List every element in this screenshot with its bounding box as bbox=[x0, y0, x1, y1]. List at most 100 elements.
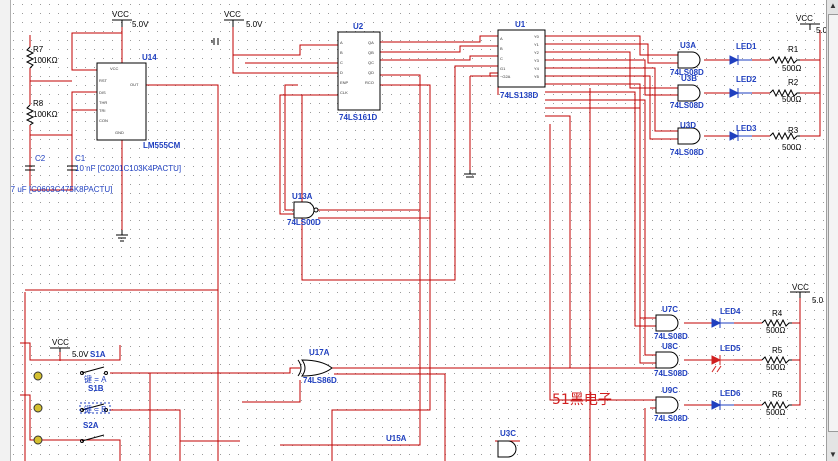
vcc5-label: VCC bbox=[52, 338, 69, 347]
led3-label: LED3 bbox=[736, 124, 757, 133]
s1b-label: S1B bbox=[88, 384, 104, 393]
nand-gate-u13a[interactable] bbox=[293, 201, 319, 219]
u1-part: 74LS138D bbox=[500, 91, 538, 100]
svg-text:CLK: CLK bbox=[340, 90, 348, 95]
xor-gate-u17a[interactable] bbox=[297, 359, 333, 377]
ground-symbols bbox=[116, 38, 476, 242]
scrollbar-thumb[interactable] bbox=[828, 14, 838, 432]
timer-ref: U14 bbox=[142, 53, 157, 62]
s1a-label: S1A bbox=[90, 350, 106, 359]
u3b-part: 74LS08D bbox=[670, 101, 704, 110]
s2a-label: S2A bbox=[83, 421, 99, 430]
u9c-part: 74LS08D bbox=[654, 414, 688, 423]
timer-part: LM555CM bbox=[143, 141, 181, 150]
svg-text:OUT: OUT bbox=[130, 82, 139, 87]
svg-text:ENP: ENP bbox=[340, 80, 349, 85]
and-gate-u9c[interactable] bbox=[655, 396, 679, 414]
svg-text:C: C bbox=[340, 60, 343, 65]
r8-label: R8 bbox=[33, 99, 44, 108]
svg-text:CON: CON bbox=[99, 118, 108, 123]
led-symbols bbox=[711, 55, 752, 410]
and-gate-u3b[interactable] bbox=[677, 84, 701, 102]
c1-label: C1 bbox=[75, 154, 86, 163]
svg-text:Y5: Y5 bbox=[534, 74, 540, 79]
resistor-r7[interactable] bbox=[25, 46, 35, 69]
u3b-ref: U3B bbox=[681, 74, 697, 83]
svg-text:VCC: VCC bbox=[110, 66, 119, 71]
svg-text:Y4: Y4 bbox=[534, 66, 540, 71]
svg-text:~G2A: ~G2A bbox=[500, 74, 511, 79]
and-gate-u8c[interactable] bbox=[655, 351, 679, 369]
u3a-part: 74LS08D bbox=[670, 68, 704, 77]
vcc1-voltage: 5.0V bbox=[132, 20, 149, 29]
svg-text:RST: RST bbox=[99, 78, 108, 83]
vcc4-label: VCC bbox=[792, 283, 809, 292]
r4-value: 500Ω bbox=[766, 326, 785, 335]
watermark: 51黑电子 bbox=[552, 392, 612, 408]
r2-label: R2 bbox=[788, 78, 799, 87]
u3c-ref: U3C bbox=[500, 429, 516, 438]
capacitor-c2[interactable] bbox=[25, 165, 35, 171]
u7c-ref: U7C bbox=[662, 305, 678, 314]
svg-text:B: B bbox=[500, 46, 503, 51]
svg-text:DIS: DIS bbox=[99, 90, 106, 95]
led5-label: LED5 bbox=[720, 344, 741, 353]
r2-value: 500Ω bbox=[782, 95, 801, 104]
svg-text:RCO: RCO bbox=[365, 80, 374, 85]
s1b-key: 键 = B bbox=[84, 404, 106, 414]
and-gate-u3a[interactable] bbox=[677, 51, 701, 69]
u7c-part: 74LS08D bbox=[654, 332, 688, 341]
u13a-part: 74LS00D bbox=[287, 218, 321, 227]
r6-value: 500Ω bbox=[766, 408, 785, 417]
svg-text:QA: QA bbox=[368, 40, 374, 45]
u3d-ref: U3D bbox=[680, 121, 696, 130]
svg-text:B: B bbox=[340, 50, 343, 55]
r1-label: R1 bbox=[788, 45, 799, 54]
r7-label: R7 bbox=[33, 45, 44, 54]
wires bbox=[20, 25, 821, 461]
svg-text:Y0: Y0 bbox=[534, 34, 540, 39]
and-gate-u7c[interactable] bbox=[655, 314, 679, 332]
u2-part: 74LS161D bbox=[339, 113, 377, 122]
u17a-ref: U17A bbox=[309, 348, 330, 357]
r7-value: 100KΩ bbox=[33, 56, 58, 65]
switch-symbols[interactable] bbox=[79, 366, 111, 443]
and-gate-u3d[interactable] bbox=[677, 127, 701, 145]
svg-text:A: A bbox=[500, 36, 503, 41]
key-indicator-icons bbox=[33, 371, 43, 445]
vcc1-label: VCC bbox=[112, 10, 129, 19]
svg-text:A: A bbox=[340, 40, 343, 45]
u8c-ref: U8C bbox=[662, 342, 678, 351]
vcc4-voltage: 5.0 bbox=[812, 296, 824, 305]
svg-text:GND: GND bbox=[115, 130, 124, 135]
scroll-down-icon[interactable]: ▼ bbox=[829, 450, 837, 459]
scroll-up-icon[interactable]: ▲ bbox=[829, 1, 837, 10]
r5-value: 500Ω bbox=[766, 363, 785, 372]
svg-text:Y3: Y3 bbox=[534, 58, 540, 63]
capacitor-c1[interactable] bbox=[67, 165, 77, 171]
svg-text:G1: G1 bbox=[500, 66, 506, 71]
vcc3-voltage: 5.0 bbox=[816, 26, 826, 35]
svg-text:C: C bbox=[500, 56, 503, 61]
vcc2-voltage: 5.0V bbox=[246, 20, 263, 29]
and-gate-u3c[interactable] bbox=[497, 440, 517, 458]
led1-label: LED1 bbox=[736, 42, 757, 51]
vertical-scrollbar[interactable]: ▲ ▼ bbox=[826, 0, 838, 461]
r1-value: 500Ω bbox=[782, 64, 801, 73]
svg-text:QC: QC bbox=[368, 60, 374, 65]
vcc3-label: VCC bbox=[796, 14, 813, 23]
c2-value: 4.7 uF [C0603C475K8PACTU] bbox=[4, 185, 112, 194]
u15a-ref: U15A bbox=[386, 434, 407, 443]
r6-label: R6 bbox=[772, 390, 783, 399]
resistor-r8[interactable] bbox=[25, 104, 35, 126]
led5-lit-symbol bbox=[711, 355, 734, 373]
svg-text:QB: QB bbox=[368, 50, 374, 55]
led2-label: LED2 bbox=[736, 75, 757, 84]
u8c-part: 74LS08D bbox=[654, 369, 688, 378]
u2-ref: U2 bbox=[353, 22, 364, 31]
